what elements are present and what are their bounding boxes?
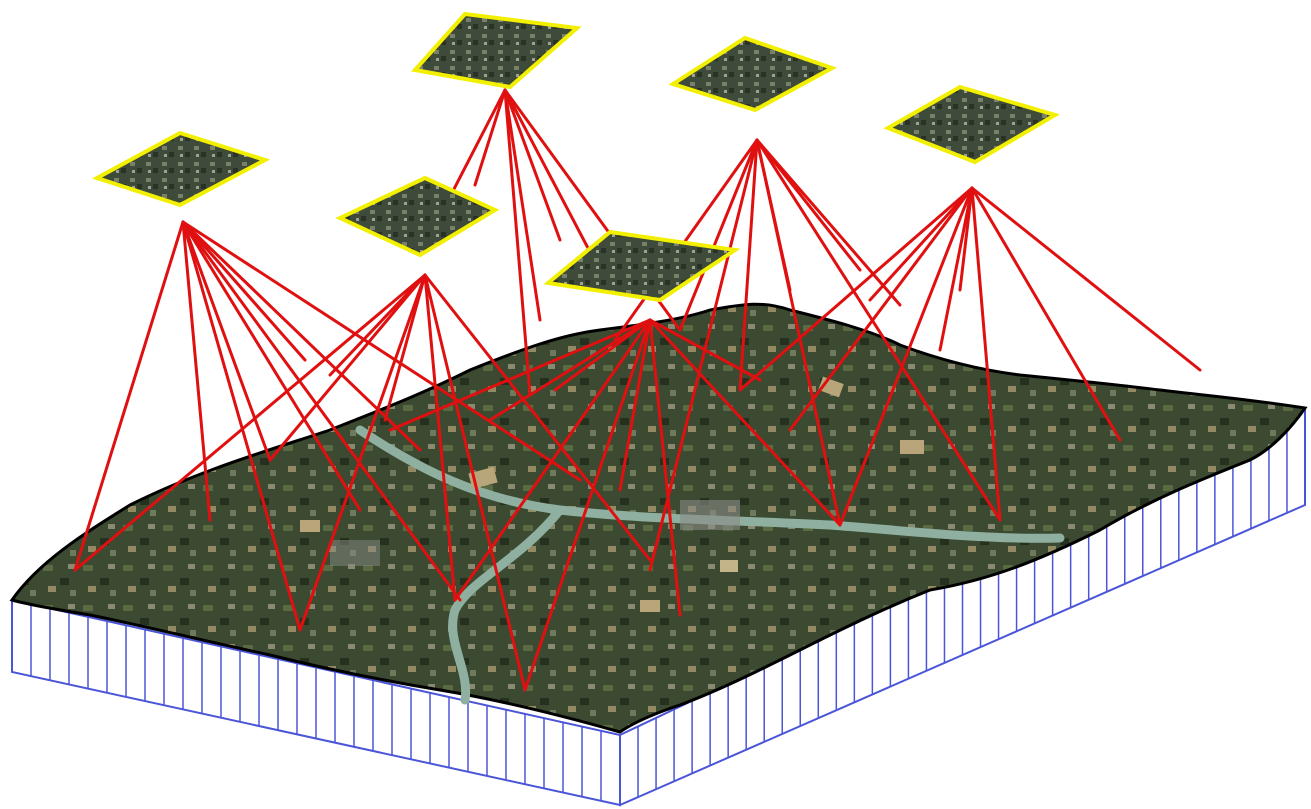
projection-ray (613, 138, 759, 342)
projection-ray (503, 88, 542, 322)
aerial-photos (91, 11, 1060, 303)
aerial-photo (543, 229, 741, 303)
projection-ray (181, 220, 212, 522)
field-patch (640, 600, 660, 612)
projection-ray (73, 220, 185, 572)
projection-ray (553, 318, 652, 392)
projection-ray (648, 318, 682, 617)
projection-ray (298, 273, 427, 632)
aerial-photo (883, 84, 1060, 165)
projection-ray (738, 186, 974, 392)
projection-ray (423, 273, 527, 692)
projection-ray (388, 318, 652, 432)
projection-ray (755, 138, 842, 527)
field-patch (300, 520, 320, 532)
projection-ray (838, 186, 974, 527)
projection-ray (503, 88, 562, 242)
projection-ray (423, 273, 457, 602)
projection-ray (755, 138, 1002, 522)
projection-ray (181, 220, 272, 462)
projection-ray (678, 138, 759, 332)
projection-ray (181, 220, 362, 512)
projection-ray (181, 220, 307, 362)
aerial-photo (91, 130, 271, 208)
projection-ray (755, 138, 902, 307)
projection-ray (453, 318, 652, 602)
urban-area (330, 540, 380, 566)
projection-ray (268, 273, 427, 462)
projection-ray (788, 186, 974, 432)
projection-ray (503, 88, 532, 397)
projection-ray (970, 186, 1002, 522)
aerial-photo (335, 175, 500, 258)
projection-ray (970, 186, 1202, 372)
field-patch (900, 440, 924, 454)
urban-area (680, 500, 740, 530)
projection-ray (181, 220, 302, 632)
projection-ray (181, 220, 462, 602)
aerial-photo (668, 35, 837, 113)
projection-ray (488, 318, 652, 422)
projection-ray (181, 220, 582, 482)
projection-ray (523, 318, 652, 692)
projection-ray (648, 318, 842, 527)
projection-ray (328, 273, 427, 377)
projection-ray (648, 138, 759, 572)
projection-ray (181, 220, 422, 452)
base-left-hatching (11, 600, 621, 805)
projection-ray (423, 273, 652, 562)
terrain-surface (9, 302, 1308, 734)
projection-ray (868, 186, 974, 302)
projection-ray (618, 318, 652, 492)
aerial-photo (411, 11, 582, 90)
projection-ray (473, 88, 507, 187)
projection-ray (938, 186, 974, 352)
projection-ray (970, 186, 1122, 442)
projection-ray (958, 186, 974, 292)
projection-ray (73, 273, 427, 572)
field-patch (720, 560, 738, 572)
projection-ray (383, 273, 427, 422)
projection-ray (738, 138, 759, 392)
